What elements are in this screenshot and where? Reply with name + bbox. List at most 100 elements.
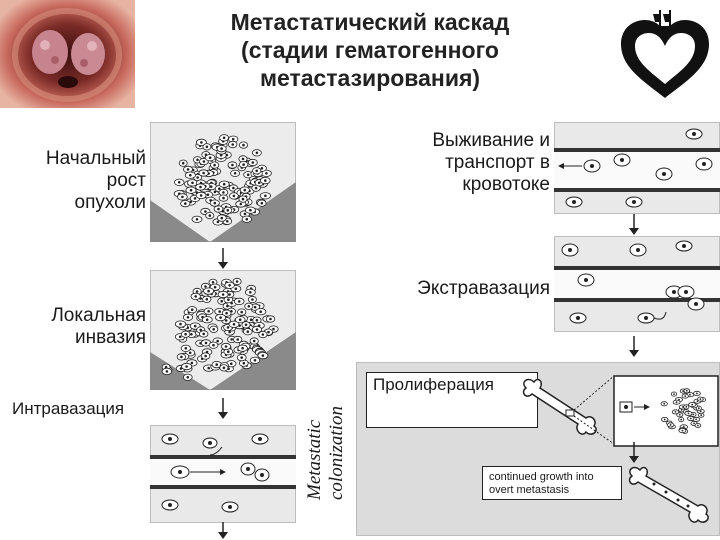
stage-survival-label: Выживание и транспорт в кровотоке [432, 130, 550, 195]
cell-nucleus [241, 157, 245, 161]
cell-nucleus [697, 424, 699, 427]
cell-nucleus [251, 161, 255, 164]
cell-nucleus [269, 317, 272, 321]
cell-nucleus [204, 285, 207, 288]
cell-nucleus [689, 417, 692, 420]
cell-nucleus [240, 310, 243, 314]
cell-nucleus [212, 343, 215, 347]
cell-nucleus [230, 362, 233, 365]
cell-nucleus [243, 188, 247, 192]
cell-nucleus [186, 376, 190, 379]
cell-nucleus [697, 407, 700, 410]
cell-nucleus [260, 201, 264, 205]
cell-nucleus [188, 351, 192, 355]
cell-nucleus [696, 392, 698, 395]
cell-nucleus [675, 401, 678, 404]
arrow-down-2 [218, 398, 228, 419]
cell-nucleus [165, 370, 169, 373]
cell-nucleus [196, 158, 199, 162]
cell-nucleus [237, 300, 241, 303]
cell-nucleus [222, 366, 226, 370]
arrow-down-5 [629, 336, 639, 357]
cell-nucleus [242, 143, 245, 147]
stage-local-invasion-label: Локальная инвазия [51, 305, 146, 348]
cell-nucleus [193, 197, 197, 200]
cell-nucleus [204, 354, 207, 358]
cell-nucleus [669, 424, 672, 426]
arrow-down-4 [629, 214, 639, 235]
cell-nucleus [180, 355, 183, 359]
cell-nucleus [253, 305, 257, 309]
cell-nucleus [196, 176, 199, 179]
cell-nucleus [181, 195, 184, 199]
cell-nucleus [179, 322, 182, 326]
cell-nucleus [261, 333, 265, 336]
cell-nucleus [249, 291, 252, 294]
bone-icon [522, 378, 597, 435]
cell-nucleus [213, 190, 217, 194]
arrow-down-1 [218, 248, 228, 269]
stage-extravasation-label: Экстравазация [417, 278, 550, 299]
cell-nucleus [202, 171, 205, 175]
cell-nucleus [191, 181, 194, 185]
tumor-photo [0, 0, 135, 108]
cell-nucleus [219, 154, 223, 157]
cell-cluster [173, 134, 272, 226]
cell-nucleus [685, 406, 688, 408]
cell-nucleus [231, 143, 234, 146]
cell-nucleus [234, 287, 238, 290]
cell-nucleus [213, 163, 216, 167]
cell-nucleus [700, 414, 703, 417]
page-title: Метастатический каскад (стадии гематоген… [230, 9, 510, 91]
metastatic-colonization-label: Metastatic colonization [304, 406, 347, 500]
cell-nucleus [244, 323, 248, 327]
cell-nucleus [194, 295, 197, 298]
cell-nucleus [220, 147, 223, 150]
cell-nucleus [241, 346, 244, 350]
cell-nucleus [240, 356, 243, 359]
cell-nucleus [691, 403, 694, 406]
cell-nucleus [264, 179, 267, 182]
cell-nucleus [249, 318, 253, 321]
cell-nucleus [207, 309, 210, 313]
cell-nucleus [226, 209, 230, 212]
cell-nucleus [685, 389, 688, 392]
cell-nucleus [265, 172, 268, 175]
cell-nucleus [222, 136, 226, 140]
bone-overt [628, 466, 709, 523]
cell-nucleus [681, 429, 684, 432]
cell-nucleus [264, 194, 267, 198]
cell-nucleus [213, 201, 217, 205]
cell-nucleus [217, 207, 220, 211]
cell-nucleus [249, 208, 252, 212]
cell-nucleus [226, 326, 230, 329]
cell-nucleus [699, 398, 702, 400]
cell-nucleus [255, 151, 259, 155]
cell-nucleus [178, 335, 182, 339]
cell-nucleus [232, 194, 236, 198]
cell-nucleus [225, 311, 228, 315]
cell-nucleus [246, 173, 250, 176]
panel-extravasation [554, 236, 720, 332]
cell-nucleus [226, 220, 229, 223]
cell-nucleus [186, 168, 190, 171]
cell-nucleus [684, 395, 687, 397]
cell-nucleus [177, 181, 181, 184]
cell-nucleus [200, 141, 203, 144]
cell-nucleus [202, 332, 205, 336]
cell-nucleus [227, 298, 230, 301]
cell-nucleus [678, 413, 681, 416]
cell-nucleus [224, 319, 228, 322]
cell-nucleus [208, 214, 212, 217]
cell-nucleus [184, 202, 187, 205]
cell-nucleus [220, 299, 223, 303]
cell-nucleus [209, 185, 213, 188]
cell-nucleus [252, 339, 256, 343]
cell-nucleus [211, 281, 215, 284]
cell-nucleus [238, 318, 242, 321]
cell-nucleus [215, 363, 218, 366]
panel-local-invasion [150, 270, 296, 390]
cell-nucleus [186, 316, 190, 319]
cell-nucleus [235, 280, 239, 283]
cell-nucleus [199, 328, 202, 332]
